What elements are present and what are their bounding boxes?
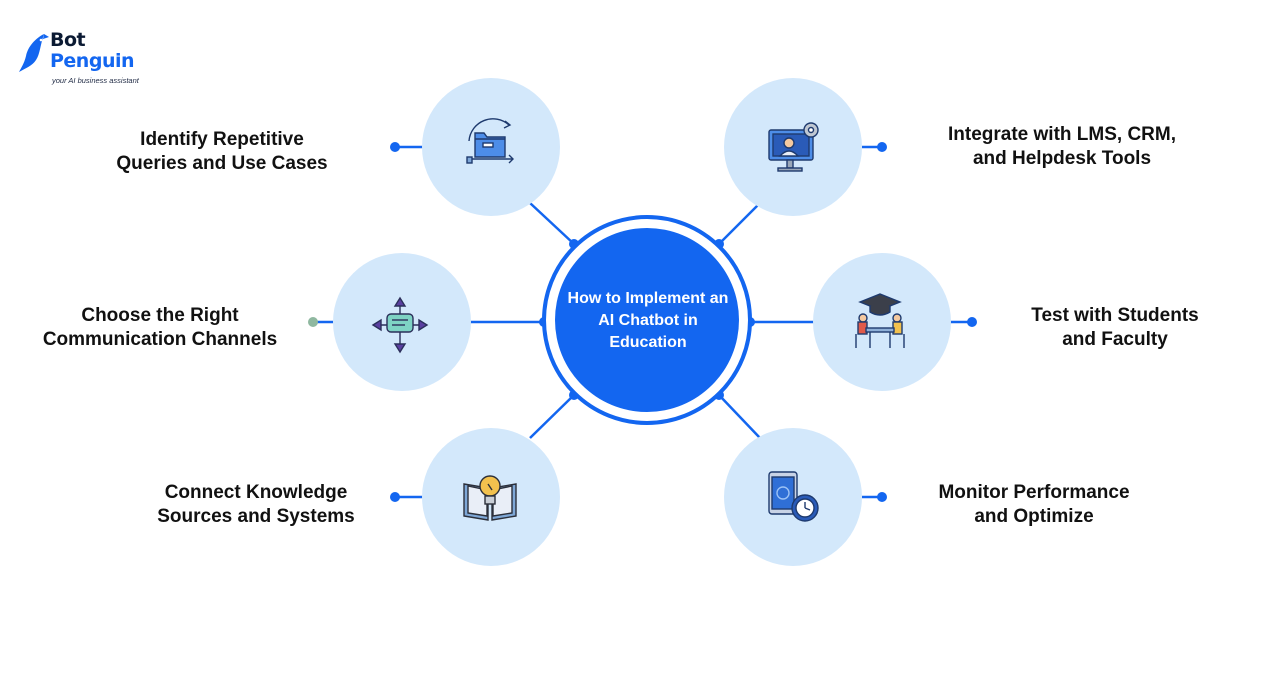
brand-logo: Bot Penguin your AI business assistant	[18, 30, 178, 90]
classroom-table-icon	[855, 293, 905, 348]
step-label-5: Connect Knowledge Sources and Systems	[96, 481, 416, 529]
center-circle	[555, 228, 739, 412]
step-label-6-line1: Monitor Performance	[938, 482, 1130, 503]
step-label-3: Choose the Right Communication Channels	[0, 304, 320, 352]
step-label-6: Monitor Performance and Optimize	[874, 481, 1194, 529]
folder-cycle-icon	[466, 118, 514, 164]
step-label-2: Integrate with LMS, CRM, and Helpdesk To…	[902, 123, 1222, 171]
book-lightbulb-icon	[463, 475, 517, 521]
node-circle-4	[813, 253, 951, 391]
step-label-6-line2: and Optimize	[974, 506, 1094, 527]
step-label-3-line1: Choose the Right	[81, 305, 239, 326]
brand-name-line2: Penguin	[50, 50, 135, 72]
brand-name-line1: Bot	[50, 29, 86, 51]
step-label-4: Test with Students and Faculty	[955, 304, 1275, 352]
step-label-4-line1: Test with Students	[1031, 305, 1199, 326]
step-label-2-line2: and Helpdesk Tools	[972, 148, 1152, 169]
step-label-5-line2: Sources and Systems	[157, 506, 355, 527]
chat-arrows-icon	[371, 296, 429, 354]
step-label-1-line1: Identify Repetitive	[140, 129, 304, 150]
brand-tagline: your AI business assistant	[52, 76, 139, 85]
brand-name: Bot Penguin	[50, 29, 135, 72]
step-label-4-line2: and Faculty	[1062, 329, 1168, 350]
step-label-2-line1: Integrate with LMS, CRM,	[948, 124, 1176, 145]
tablet-clock-icon	[768, 471, 819, 522]
center-title: How to Implement an AI Chatbot in Educat…	[567, 290, 729, 351]
step-label-1: Identify Repetitive Queries and Use Case…	[62, 128, 382, 176]
monitor-user-gear-icon	[768, 122, 819, 172]
step-label-5-line1: Connect Knowledge	[164, 482, 348, 503]
penguin-logo-icon	[19, 34, 49, 72]
step-label-3-line2: Communication Channels	[42, 329, 278, 350]
step-label-1-line2: Queries and Use Cases	[116, 153, 328, 174]
